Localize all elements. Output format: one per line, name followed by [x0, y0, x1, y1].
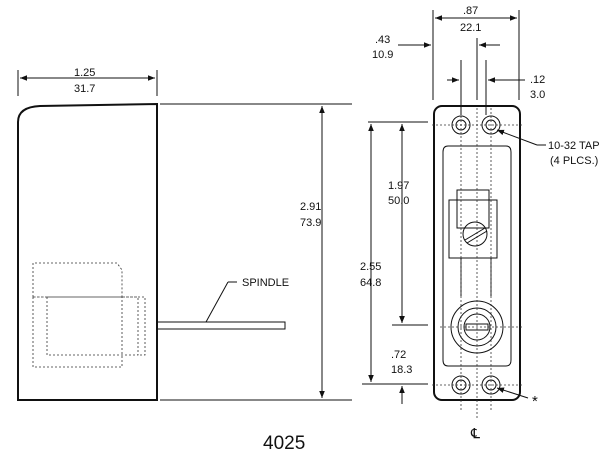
- side-width-mm: 31.7: [74, 83, 95, 95]
- tap-width-in: .12: [530, 74, 545, 86]
- lower-mm: 18.3: [391, 364, 412, 376]
- upper-mm: 50.0: [388, 195, 409, 207]
- mid-in: 2.55: [360, 261, 381, 273]
- lower-in: .72: [391, 349, 406, 361]
- toggle-screw: [462, 221, 488, 247]
- mid-mm: 64.8: [360, 277, 381, 289]
- asterisk-note: *: [532, 393, 538, 410]
- toggle-block: [456, 189, 490, 229]
- offset-mm: 10.9: [372, 49, 393, 61]
- side-body-outline: [17, 102, 158, 401]
- overall-width-in: .87: [463, 5, 478, 17]
- side-hidden-mechanism: [32, 262, 146, 368]
- overall-width-mm: 22.1: [460, 22, 481, 34]
- tap-note-line1: 10-32 TAP: [548, 140, 600, 152]
- spindle: [156, 321, 286, 330]
- tap-width-mm: 3.0: [530, 89, 545, 101]
- front-inner-window: [442, 145, 512, 367]
- centerline-symbol: ℄: [470, 425, 480, 441]
- asterisk-leader: [496, 387, 529, 399]
- side-width-in: 1.25: [74, 67, 95, 79]
- model-number: 4025: [263, 433, 305, 454]
- toggle-frame: [448, 199, 498, 259]
- height-mm: 73.9: [300, 217, 321, 229]
- spindle-leader: [205, 281, 229, 323]
- side-view: SPINDLE 1.25 31.7 2.91 73.9: [17, 67, 352, 401]
- front-view: .87 22.1 .43 10.9 .12 3.0 10-32 TAP (4 P…: [360, 5, 600, 441]
- tap-note-line2: (4 PLCS.): [550, 155, 598, 167]
- upper-in: 1.97: [388, 180, 409, 192]
- spindle-label: SPINDLE: [242, 277, 289, 289]
- height-in: 2.91: [300, 201, 321, 213]
- tap-note-leader: [496, 129, 538, 146]
- offset-in: .43: [375, 34, 390, 46]
